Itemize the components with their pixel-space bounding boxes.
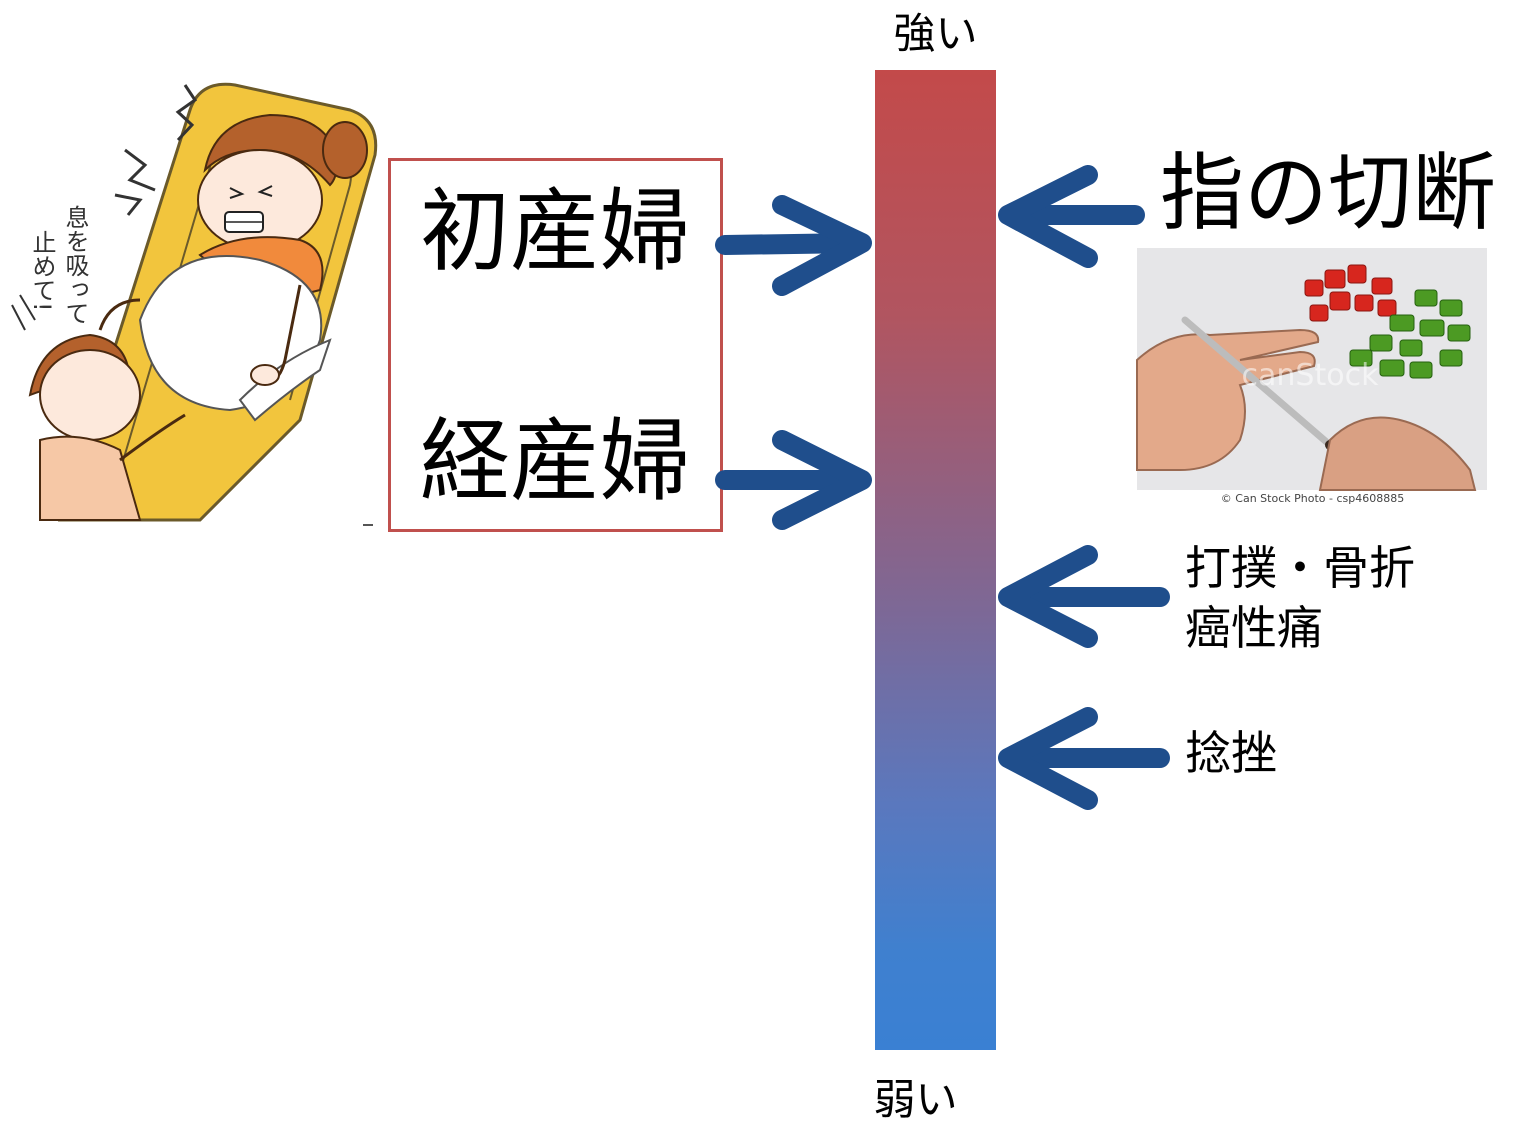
intensity-scale-bar bbox=[875, 70, 996, 1050]
photo-credit: © Can Stock Photo - csp4608885 bbox=[1220, 492, 1405, 505]
labor-illustration: 息を吸って 止めて! bbox=[11, 82, 378, 522]
bruise-fracture-arrow bbox=[998, 545, 1170, 648]
cancer-pain-label: 癌性痛 bbox=[1185, 601, 1323, 655]
finger-amputation-arrow bbox=[998, 165, 1145, 268]
multipara-arrow bbox=[715, 430, 872, 530]
primipara-arrow bbox=[715, 195, 872, 296]
sprain-arrow bbox=[998, 707, 1170, 810]
speech-text-1: 息を吸って bbox=[61, 205, 89, 325]
photo-watermark: canStock bbox=[1242, 358, 1380, 393]
sprain-label: 捻挫 bbox=[1185, 726, 1277, 780]
bruise-fracture-label: 打撲・骨折 bbox=[1185, 541, 1415, 595]
scale-bottom-label: 弱い bbox=[873, 1075, 958, 1124]
speech-text-2: 止めて! bbox=[28, 230, 56, 312]
finger-amputation-label: 指の切断 bbox=[1160, 144, 1497, 242]
scale-top-label: 強い bbox=[893, 9, 978, 58]
finger-cutting-photo: canStock bbox=[1136, 248, 1487, 491]
multipara-label: 経産婦 bbox=[420, 409, 690, 514]
labor-type-box bbox=[388, 158, 723, 532]
primipara-label: 初産婦 bbox=[420, 179, 690, 284]
